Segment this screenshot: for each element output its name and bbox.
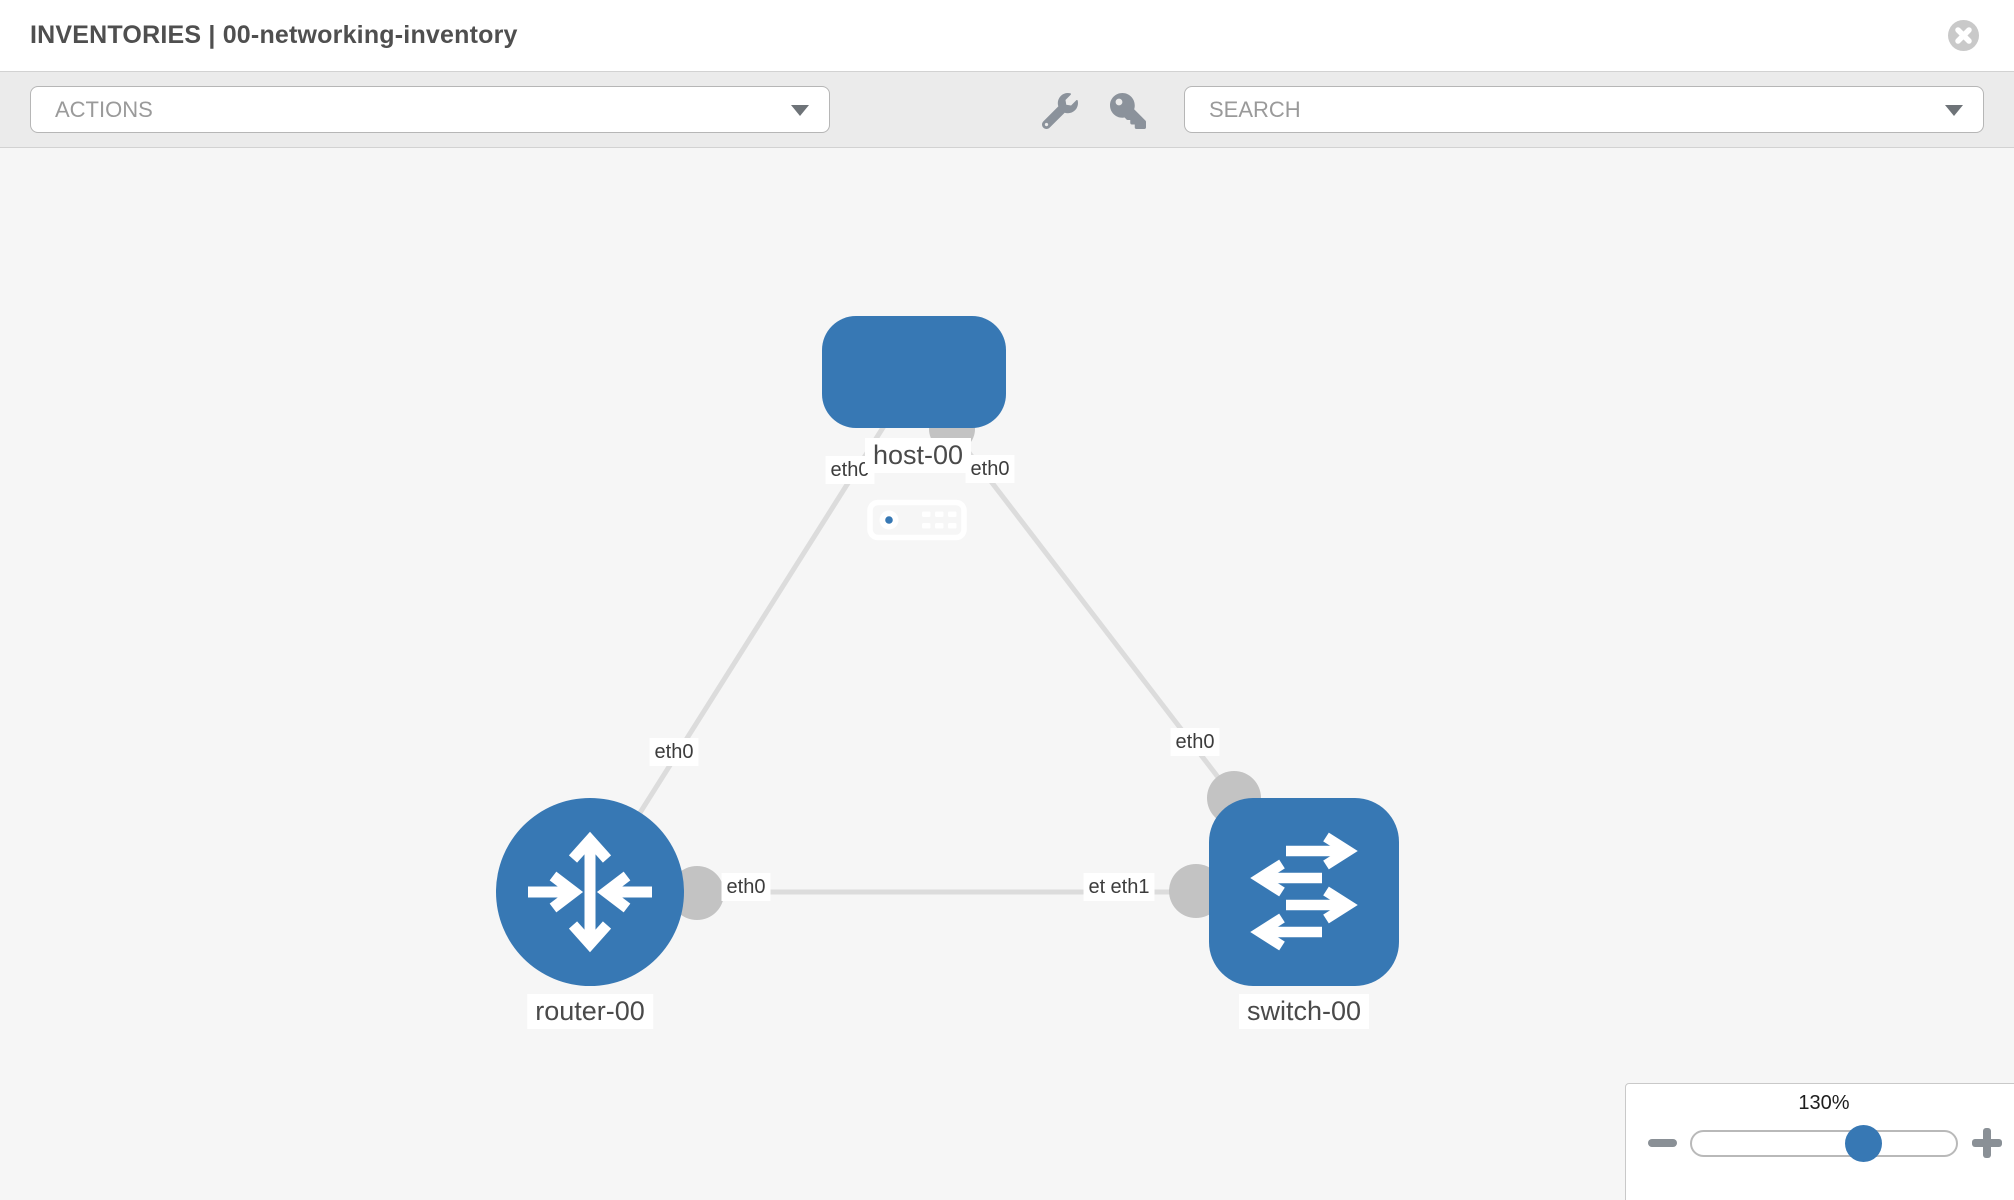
router-right-connector xyxy=(670,866,724,920)
interface-label-eth0: eth0 xyxy=(649,738,699,766)
search-dropdown[interactable]: SEARCH xyxy=(1184,86,1984,133)
chevron-down-icon xyxy=(1945,105,1963,116)
zoom-control-panel: 130% xyxy=(1625,1083,2014,1200)
node-label-host: host-00 xyxy=(864,438,972,473)
actions-dropdown-label: ACTIONS xyxy=(55,97,153,122)
interface-connectors xyxy=(670,406,1261,920)
zoom-level-value: 130% xyxy=(1798,1092,1850,1114)
header: INVENTORIES | 00-networking-inventory xyxy=(0,0,2014,71)
toolbar: ACTIONS SEARCH xyxy=(0,71,2014,148)
close-button[interactable] xyxy=(1948,20,1979,51)
plus-bar xyxy=(1983,1128,1991,1158)
node-label-switch: switch-00 xyxy=(1238,994,1370,1029)
page-title: INVENTORIES | 00-networking-inventory xyxy=(30,21,518,49)
interface-label-eth0: eth0 xyxy=(965,455,1015,483)
minus-icon[interactable] xyxy=(1648,1139,1677,1147)
node-host-00[interactable] xyxy=(822,316,1006,541)
actions-dropdown[interactable]: ACTIONS xyxy=(30,86,830,133)
chevron-down-icon xyxy=(791,105,809,116)
host-icon xyxy=(867,499,967,541)
search-dropdown-label: SEARCH xyxy=(1209,97,1301,122)
key-icon[interactable] xyxy=(1110,93,1146,129)
switch-icon xyxy=(1250,832,1358,951)
topology-links xyxy=(587,424,1304,895)
wrench-icon[interactable] xyxy=(1042,93,1078,129)
node-switch-00[interactable] xyxy=(1209,798,1399,986)
node-label-router: router-00 xyxy=(527,994,653,1029)
topology-canvas[interactable]: eth0 eth0 eth0 eth0 eth0 eth0 eth1 host-… xyxy=(0,148,2014,1200)
interface-label-eth0: eth0 xyxy=(1170,728,1220,756)
zoom-slider-track[interactable] xyxy=(1690,1130,1958,1157)
zoom-slider-handle[interactable] xyxy=(1845,1125,1882,1162)
plus-icon[interactable] xyxy=(1972,1128,2002,1158)
router-icon xyxy=(528,831,652,953)
interface-label-eth0: eth0 xyxy=(721,873,771,901)
interface-label-eth1: eth1 xyxy=(1105,873,1155,901)
node-router-00[interactable] xyxy=(496,798,684,986)
close-icon xyxy=(1955,27,1972,44)
